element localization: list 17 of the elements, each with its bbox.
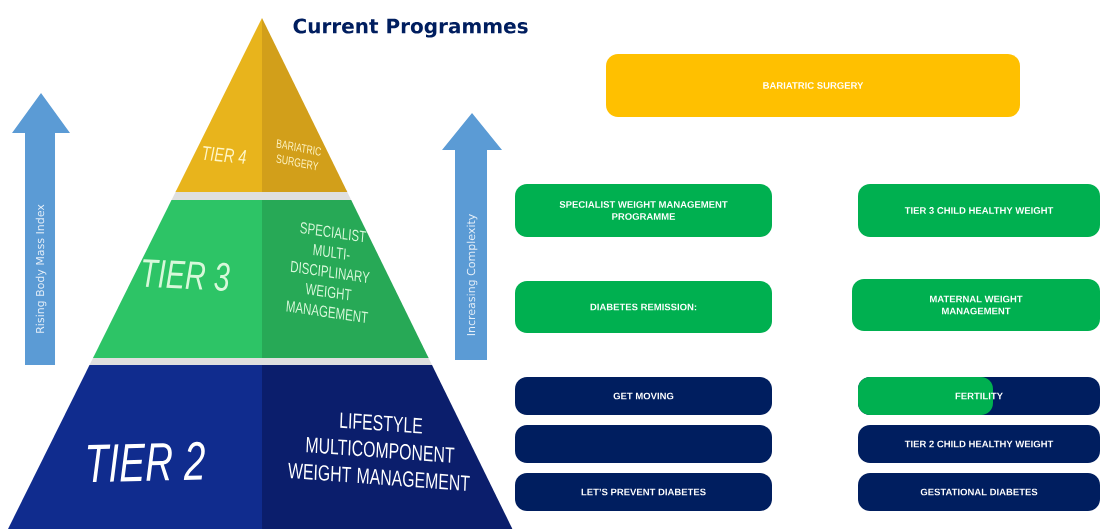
- programme-box: BARIATRIC SURGERY: [606, 54, 1020, 117]
- arrow-label: Rising Body Mass Index: [35, 204, 47, 333]
- programme-box: GET MOVING: [515, 377, 772, 415]
- node-label: BARIATRIC SURGERY: [276, 139, 322, 171]
- programme-box: LET’S PREVENT DIABETES: [515, 473, 772, 511]
- node-label: LIFESTYLE MULTICOMPONENT WEIGHT MANAGEMENT: [288, 412, 470, 491]
- programme-box: MATERNAL WEIGHT MANAGEMENT: [852, 279, 1100, 331]
- node-label: SPECIALIST MULTI- DISCIPLINARY WEIGHT MANAGEMENT: [286, 222, 370, 323]
- programme-box: GESTATIONAL DIABETES: [858, 473, 1100, 511]
- programme-box: SPECIALIST WEIGHT MANAGEMENT PROGRAMME: [515, 184, 772, 237]
- programme-box: TIER 3 CHILD HEALTHY WEIGHT: [858, 184, 1100, 237]
- programme-box: TIER 2 CHILD HEALTHY WEIGHT: [858, 425, 1100, 463]
- programme-box: DIABETES REMISSION:: [515, 281, 772, 333]
- arrow-label: Increasing Complexity: [466, 214, 478, 336]
- pyramid-tier: TIER 2 LIFESTYLE MULTICOMPONENT WEIGHT MANAGEMENT: [8, 365, 513, 529]
- pyramid-tier: TIER 3 SPECIALIST MULTI- DISCIPLINARY WEIGHT MANAGEMENT: [93, 200, 429, 358]
- programme-box: [515, 425, 772, 463]
